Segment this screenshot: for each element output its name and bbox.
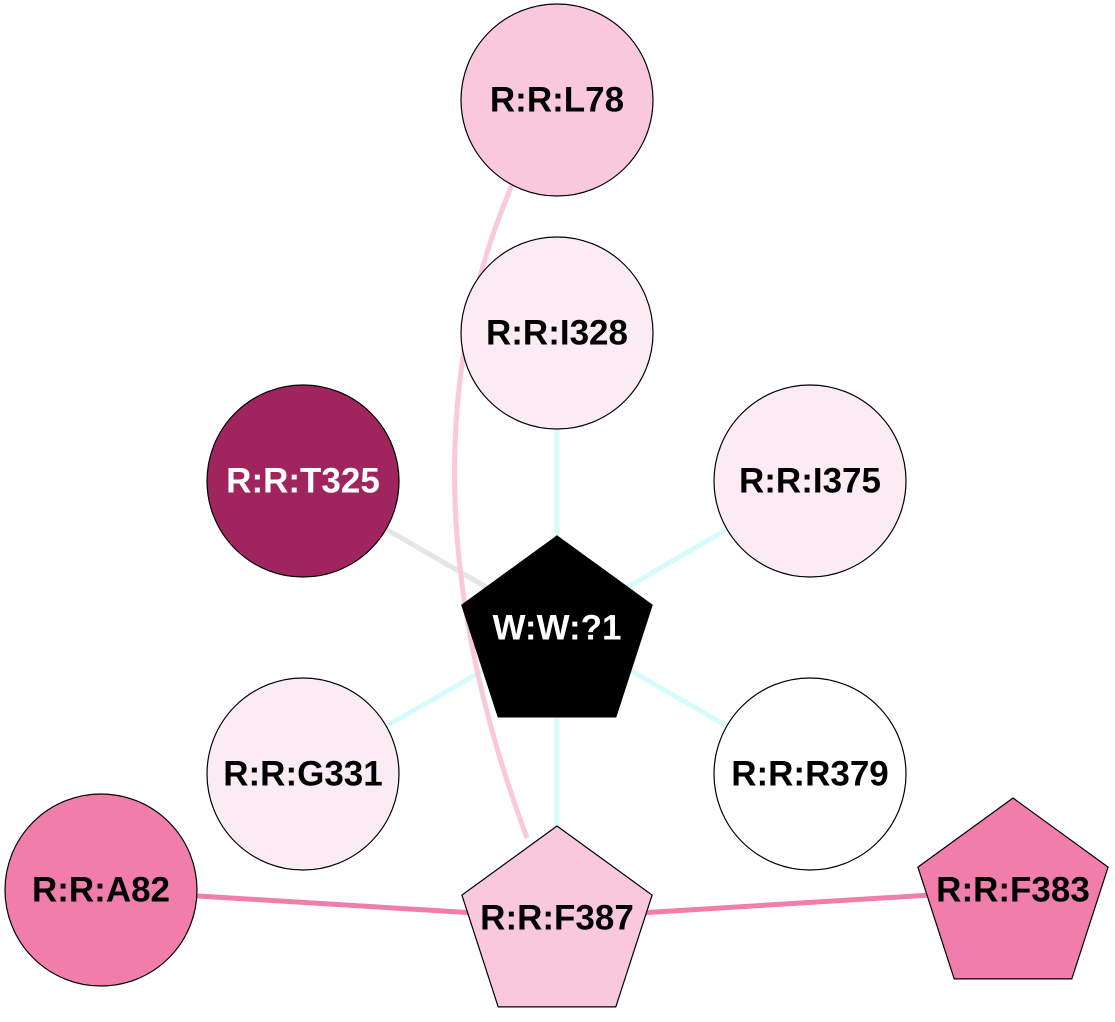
node-r-r-i328[interactable]: R:R:I328 (460, 236, 654, 430)
node-label: R:R:G331 (223, 755, 382, 794)
node-label: R:R:I328 (486, 314, 628, 353)
node-r-r-f383[interactable]: R:R:F383 (917, 797, 1109, 980)
node-circle-shape (206, 677, 400, 871)
node-r-r-g331[interactable]: R:R:G331 (206, 677, 400, 871)
node-circle-shape (460, 236, 654, 430)
node-circle-shape (713, 384, 907, 578)
node-pentagon-shape (461, 535, 653, 718)
node-w-w-1[interactable]: W:W:?1 (461, 535, 653, 718)
node-pentagon-shape (461, 825, 653, 1008)
node-r-r-l78[interactable]: R:R:L78 (460, 3, 654, 197)
node-label: R:R:R379 (731, 755, 889, 794)
node-r-r-t325[interactable]: R:R:T325 (206, 384, 400, 578)
node-r-r-r379[interactable]: R:R:R379 (713, 677, 907, 871)
edge-r-r-l78-to-r-r-f387 (452, 184, 530, 839)
node-pentagon-shape (917, 797, 1109, 980)
node-r-r-f387[interactable]: R:R:F387 (461, 825, 653, 1008)
node-circle-shape (4, 793, 198, 987)
node-label: R:R:F383 (936, 871, 1090, 910)
node-label: R:R:A82 (32, 871, 170, 910)
node-label: R:R:L78 (490, 81, 624, 120)
node-label: W:W:?1 (493, 609, 622, 648)
node-circle-shape (460, 3, 654, 197)
node-r-r-a82[interactable]: R:R:A82 (4, 793, 198, 987)
node-circle-shape (713, 677, 907, 871)
node-circle-shape (206, 384, 400, 578)
node-r-r-i375[interactable]: R:R:I375 (713, 384, 907, 578)
node-label: R:R:T325 (226, 462, 380, 501)
node-label: R:R:I375 (739, 462, 881, 501)
node-label: R:R:F387 (480, 899, 634, 938)
